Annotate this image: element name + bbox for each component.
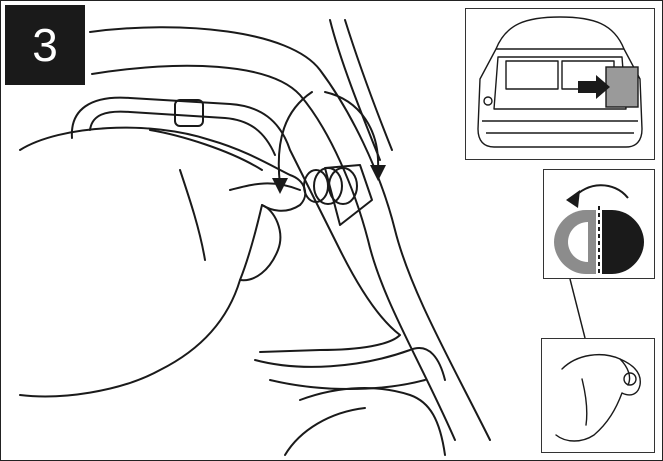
rotation-arrowhead-right (370, 165, 386, 181)
car-roofline (496, 17, 624, 49)
body-pillar-line (330, 20, 380, 160)
counterclockwise-arrowhead (566, 190, 580, 208)
inset-rotation-symbol (543, 169, 655, 279)
inset-hand-detail (541, 338, 655, 453)
hand-crease (180, 170, 205, 260)
hand-detail-crease (582, 379, 587, 425)
step-number-badge: 3 (5, 5, 85, 85)
trim-panel-opening (72, 98, 400, 352)
hand-detail-outline (556, 355, 640, 441)
tailgate-outer-edge (90, 27, 490, 440)
half-moon-right (602, 210, 644, 274)
car-seat-backs (506, 61, 558, 89)
lower-panel-curve-2 (270, 380, 425, 389)
bumper-line-2 (285, 408, 365, 455)
leader-line-icon (570, 279, 585, 338)
car-light-left (484, 97, 492, 105)
hand-thumb (230, 183, 300, 190)
highlight-panel (606, 67, 638, 107)
hand-finger-1 (150, 130, 262, 170)
counterclockwise-arrow-icon (574, 185, 628, 198)
trim-tab (175, 100, 203, 126)
hand-outline (20, 128, 305, 397)
lower-panel-curve (255, 348, 445, 380)
inset-car-rear-view (465, 8, 655, 160)
black-arrow-icon (578, 75, 610, 99)
